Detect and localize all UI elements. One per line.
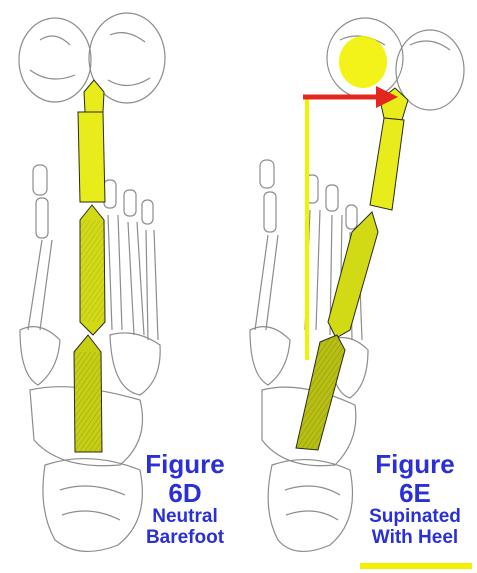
segment-phalanx-right: [370, 118, 404, 210]
caption-line1: Supinated: [355, 507, 475, 528]
segment-phalanx-left: [78, 112, 105, 202]
segment-metatarsal-right: [328, 212, 378, 338]
caption-line1: Neutral: [130, 507, 240, 528]
first-ray-left: [74, 80, 105, 452]
sesamoid-highlight-right: [339, 36, 387, 88]
caption-label: Figure: [355, 450, 475, 479]
caption-line2: Barefoot: [130, 528, 240, 549]
caption-underline: [360, 563, 472, 569]
caption-figure-6e: Figure 6E Supinated With Heel: [355, 450, 475, 549]
segment-hallux-left: [84, 80, 104, 112]
caption-line2: With Heel: [355, 528, 475, 549]
caption-label: Figure: [130, 450, 240, 479]
caption-number: 6D: [130, 479, 240, 508]
caption-number: 6E: [355, 479, 475, 508]
caption-figure-6d: Figure 6D Neutral Barefoot: [130, 450, 240, 549]
